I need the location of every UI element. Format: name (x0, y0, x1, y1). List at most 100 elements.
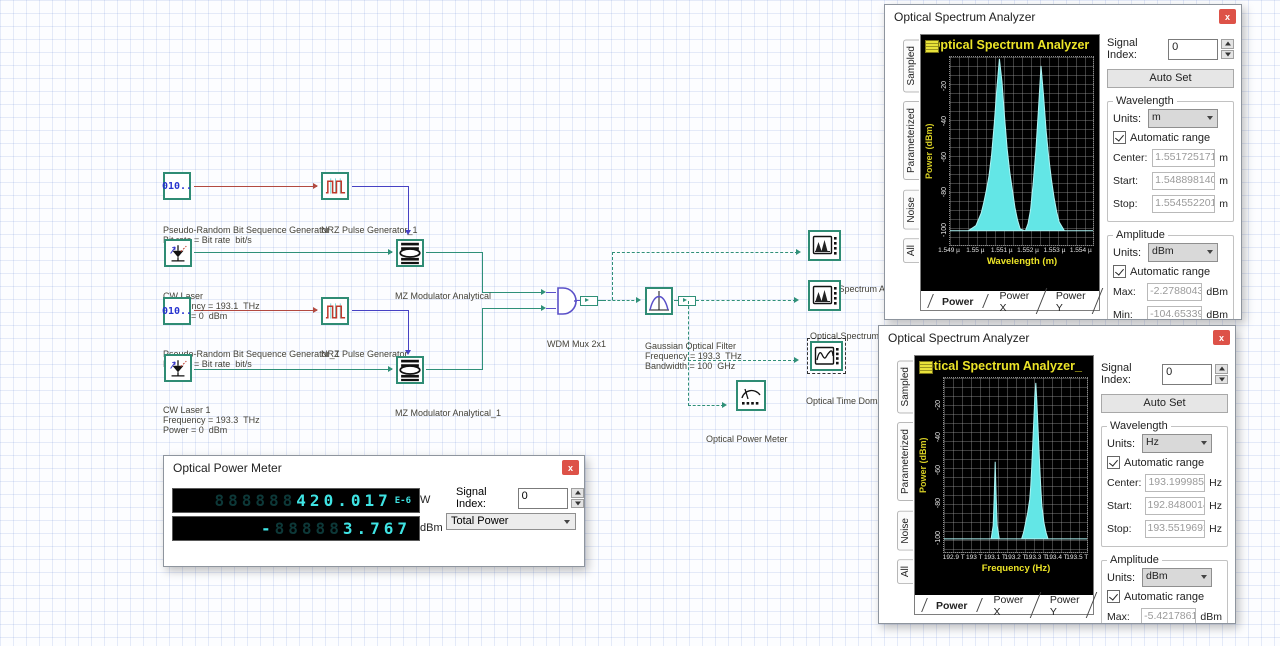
signal-index-input[interactable]: 0 (517, 487, 569, 509)
x-axis-label: Frequency (Hz) (981, 563, 1051, 574)
component-time-domain-visualizer[interactable] (807, 338, 846, 374)
auto-set-button[interactable]: Auto Set (1101, 394, 1228, 413)
plot-tab[interactable]: Power X (987, 288, 1043, 314)
y-tick-column: -20-40-60-80-100 (930, 378, 943, 552)
component-label: MZ Modulator Analytical_1 (395, 408, 502, 418)
note-icon (925, 40, 939, 53)
automatic-range-checkbox[interactable] (1107, 590, 1120, 603)
window-titlebar[interactable]: Optical Power Meter x (164, 456, 584, 480)
start-field[interactable]: 192.84800146 (1144, 497, 1206, 515)
wavelength-group: Wavelength Units: m Automatic range Cent… (1107, 95, 1234, 222)
wire (408, 186, 409, 230)
spectrum-plot[interactable]: ptical Spectrum Analyzer_ Power (dBm) -2… (914, 355, 1094, 618)
units-dropdown[interactable]: m (1148, 109, 1218, 128)
wire (194, 369, 392, 370)
close-icon[interactable]: x (1219, 9, 1236, 24)
auto-set-button[interactable]: Auto Set (1107, 69, 1234, 88)
close-icon[interactable]: x (1213, 330, 1230, 345)
component-nrz-pulse-generator[interactable] (321, 297, 349, 325)
plot-tab[interactable]: Power Y (1037, 592, 1093, 618)
stop-field[interactable]: 1.5545522018 (1152, 195, 1216, 213)
signal-index-input[interactable]: 0 (1168, 38, 1219, 60)
max-field[interactable]: -2.27880432808 (1147, 283, 1203, 301)
component-osa-visualizer-1[interactable] (808, 230, 841, 261)
units-label: Units: (1107, 437, 1136, 450)
component-label: WDM Mux 2x1 (547, 339, 607, 349)
side-tab[interactable]: Sampled (903, 39, 919, 93)
center-field[interactable]: 193.19998535 (1145, 474, 1206, 492)
signal-index-input[interactable]: 0 (1162, 363, 1213, 385)
unit-label: m (1219, 175, 1228, 187)
component-cw-laser-1[interactable] (164, 354, 192, 382)
y-tick-label: -100 (941, 222, 948, 237)
start-field[interactable]: 1.5488981408 (1152, 172, 1216, 190)
component-prbs-generator-1[interactable]: 010.. (162, 297, 192, 325)
monitor-wire (688, 405, 724, 406)
arrowhead (722, 402, 727, 408)
y-tick-label: -100 (935, 530, 942, 545)
plot-tab[interactable]: Power (923, 598, 981, 612)
component-wdm-mux[interactable] (556, 286, 578, 321)
side-tab[interactable]: All (903, 238, 919, 264)
plot-tab[interactable]: Power (929, 294, 987, 308)
side-tab[interactable]: Sampled (897, 360, 913, 414)
component-prbs-generator[interactable]: 010.. (162, 172, 192, 200)
y-axis-label: Power (dBm) (924, 123, 934, 179)
x-tick-label: 193.1 T (983, 554, 1006, 561)
side-tab[interactable]: Noise (903, 189, 919, 230)
component-power-meter[interactable] (736, 380, 766, 411)
arrowhead (794, 297, 799, 303)
side-tab[interactable]: All (897, 559, 913, 585)
signal-index-label: Signal Index: (1101, 362, 1132, 386)
x-tick-label: 193 T (966, 554, 983, 561)
power-type-dropdown[interactable]: Total Power (446, 513, 576, 530)
arrowhead (405, 230, 411, 235)
units-dropdown[interactable]: Hz (1142, 434, 1212, 453)
x-axis-label: Wavelength (m) (986, 256, 1058, 267)
component-mz-modulator-1[interactable] (396, 356, 424, 384)
min-field[interactable]: -104.65339023 (1147, 306, 1203, 319)
unit-label: Hz (1209, 523, 1222, 535)
signal-index-stepper[interactable] (1215, 364, 1228, 384)
component-mz-modulator[interactable] (396, 239, 424, 267)
wire (482, 292, 544, 293)
stop-field[interactable]: 193.55196923 (1144, 520, 1206, 538)
watts-unit-label: W (420, 494, 431, 506)
max-field[interactable]: -5.42178610058 (1141, 608, 1197, 623)
signal-index-stepper[interactable] (571, 488, 584, 508)
unit-label: Hz (1209, 500, 1222, 512)
close-icon[interactable]: x (562, 460, 579, 475)
center-field[interactable]: 1.5517251713 (1152, 149, 1216, 167)
unit-label: m (1219, 198, 1228, 210)
component-gaussian-filter[interactable] (645, 287, 673, 315)
wire (426, 252, 483, 253)
window-title: Optical Spectrum Analyzer (888, 331, 1030, 345)
component-nrz-pulse-generator-1[interactable] (321, 172, 349, 200)
units-dropdown[interactable]: dBm (1148, 243, 1218, 262)
automatic-range-checkbox[interactable] (1107, 456, 1120, 469)
plot-tab[interactable]: Power X (981, 592, 1037, 618)
plot-canvas[interactable]: -20-40-60-80-100 (935, 377, 1088, 553)
window-titlebar[interactable]: Optical Spectrum Analyzer x (879, 326, 1235, 350)
side-tab[interactable]: Parameterized (903, 101, 919, 181)
center-label: Center: (1107, 477, 1142, 489)
units-label: Units: (1113, 246, 1142, 259)
automatic-range-checkbox[interactable] (1113, 131, 1126, 144)
window-titlebar[interactable]: Optical Spectrum Analyzer x (885, 5, 1241, 29)
laser-icon (170, 244, 187, 262)
nrz-icon (325, 303, 345, 319)
spectrum-plot[interactable]: Optical Spectrum Analyzer Power (dBm) -2… (920, 34, 1100, 314)
side-tab[interactable]: Parameterized (897, 422, 913, 502)
component-osa-visualizer-2[interactable] (808, 280, 841, 311)
plot-tab[interactable]: Power Y (1043, 288, 1099, 314)
side-tab[interactable]: Noise (897, 510, 913, 551)
signal-index-stepper[interactable] (1221, 39, 1234, 59)
automatic-range-checkbox[interactable] (1113, 265, 1126, 278)
monitor-wire (688, 360, 796, 361)
component-cw-laser[interactable] (164, 239, 192, 267)
units-dropdown[interactable]: dBm (1142, 568, 1212, 587)
plot-canvas[interactable]: -20-40-60-80-100 (941, 56, 1094, 246)
